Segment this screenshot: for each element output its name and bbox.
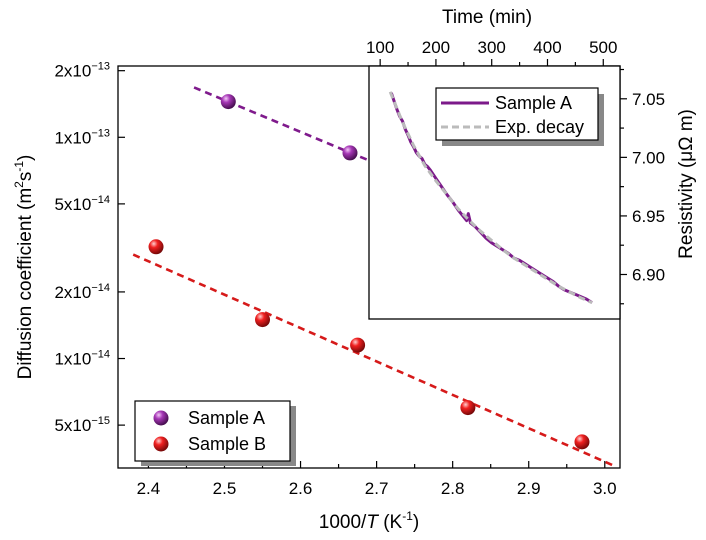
data-point-sample-a bbox=[342, 145, 358, 161]
legend-marker-sample-b bbox=[153, 436, 169, 452]
main-x-tick-label: 2.8 bbox=[441, 479, 465, 498]
main-x-label-part: ) bbox=[413, 512, 419, 533]
main-y-tick-label: 5x10−14 bbox=[54, 194, 110, 214]
legend-label-sample-b: Sample B bbox=[188, 434, 266, 454]
data-point-sample-b bbox=[148, 239, 164, 255]
main-x-axis-label: 1000/T (K-1) bbox=[319, 509, 419, 533]
main-y-axis-label: Diffusion coefficient (m2s-1) bbox=[12, 155, 36, 380]
inset-legend-box bbox=[435, 87, 599, 141]
main-plot-layer: 2.4 2.5 2.6 2.7 2.8 2.9 3.0 2x10−13 1x10−13 5x10−… bbox=[54, 61, 616, 498]
main-x-label-part: 1000/ bbox=[319, 512, 367, 533]
inset-x-tick-label: 500 bbox=[589, 38, 617, 57]
main-x-tick-label: 2.7 bbox=[365, 479, 389, 498]
data-point-sample-a bbox=[220, 94, 236, 110]
main-x-label-part: (K bbox=[378, 512, 403, 533]
fit-line-sample-b bbox=[132, 253, 613, 467]
main-x-label-part: T bbox=[366, 512, 379, 533]
inset-legend: Sample A Exp. decay bbox=[435, 87, 604, 146]
inset-x-axis-label: Time (min) bbox=[442, 7, 532, 28]
main-x-tick-label: 2.5 bbox=[213, 479, 237, 498]
main-x-tick-label: 2.6 bbox=[289, 479, 313, 498]
data-point-sample-b bbox=[350, 337, 366, 353]
inset-x-tick-label: 200 bbox=[422, 38, 450, 57]
inset-legend-label-exp-decay: Exp. decay bbox=[495, 117, 584, 137]
legend-marker-sample-a bbox=[153, 410, 169, 426]
legend-label-sample-a: Sample A bbox=[188, 408, 265, 428]
data-point-sample-b bbox=[460, 400, 476, 416]
main-x-tick-label: 2.9 bbox=[517, 479, 541, 498]
fit-line-sample-a bbox=[193, 86, 378, 165]
main-y-tick-label: 2x10−14 bbox=[54, 282, 110, 302]
inset-x-tick-label: 300 bbox=[478, 38, 506, 57]
inset-y-tick-label: 6.95 bbox=[632, 207, 665, 226]
main-y-tick-label: 1x10−13 bbox=[54, 127, 110, 147]
main-y-tick-label: 1x10−14 bbox=[54, 349, 110, 369]
main-y-tick-label: 5x10−15 bbox=[54, 415, 110, 435]
inset-y-tick-label: 7.00 bbox=[632, 148, 665, 167]
data-point-sample-b bbox=[255, 312, 271, 328]
main-legend: Sample A Sample B bbox=[134, 400, 296, 466]
inset-y-tick-label: 6.90 bbox=[632, 265, 665, 284]
inset-plot-layer: 100 200 300 400 500 7.05 7.00 6.95 6.90 bbox=[366, 38, 665, 305]
main-x-tick-label: 2.4 bbox=[137, 479, 161, 498]
inset-y-axis-label: Resistivity (μΩ m) bbox=[676, 109, 697, 259]
inset-x-tick-label: 400 bbox=[533, 38, 561, 57]
main-x-tick-label: 3.0 bbox=[593, 479, 617, 498]
inset-legend-label-sample-a: Sample A bbox=[495, 93, 572, 113]
inset-line-exp-decay bbox=[388, 91, 593, 304]
main-y-tick-label: 2x10−13 bbox=[54, 61, 110, 81]
main-x-label-part: -1 bbox=[402, 509, 413, 523]
data-point-sample-b bbox=[574, 434, 590, 450]
inset-y-tick-label: 7.05 bbox=[632, 90, 665, 109]
inset-x-tick-label: 100 bbox=[366, 38, 394, 57]
